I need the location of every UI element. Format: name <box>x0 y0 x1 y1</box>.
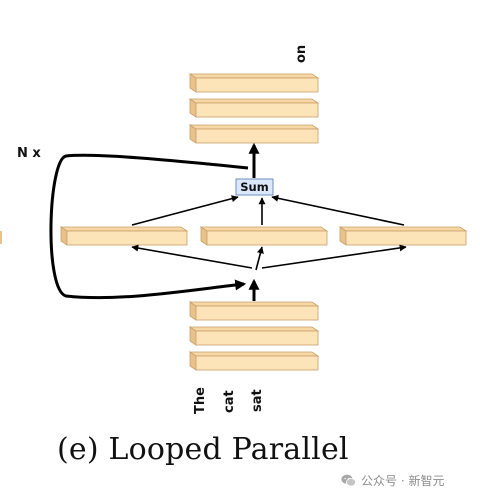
arrow-branch-to-center <box>255 246 264 271</box>
arrow-branch-to-left <box>131 244 253 269</box>
watermark: 公众号 · 新智元 <box>341 472 444 489</box>
output-token-label: on <box>294 44 309 63</box>
output-block <box>188 98 320 118</box>
input-block-stack <box>188 301 320 371</box>
arrow-branch-to-right <box>261 244 407 269</box>
parallel-block-center <box>199 226 329 246</box>
arrow-left-to-sum <box>131 195 239 226</box>
loop-back-path <box>49 153 249 300</box>
input-block <box>188 351 320 371</box>
input-block <box>188 301 320 321</box>
output-block <box>188 124 320 144</box>
watermark-text: 公众号 · 新智元 <box>361 474 445 488</box>
arrow-right-to-sum <box>271 194 405 226</box>
input-block <box>188 326 320 346</box>
input-token-label: sat <box>250 389 265 412</box>
loop-count-label: N x <box>17 146 41 161</box>
output-block-stack <box>188 73 320 144</box>
wechat-icon <box>341 474 356 487</box>
figure-caption: (e) Looped Parallel <box>57 432 349 467</box>
clipped-block-edge <box>0 231 2 244</box>
parallel-block-right <box>338 226 468 246</box>
parallel-block-row <box>0 226 468 246</box>
input-token-label: The <box>193 387 208 414</box>
parallel-block-left <box>59 226 189 246</box>
output-block <box>188 73 320 93</box>
input-token-label: cat <box>222 390 237 413</box>
sum-label: Sum <box>240 180 269 194</box>
sum-node <box>235 178 274 196</box>
